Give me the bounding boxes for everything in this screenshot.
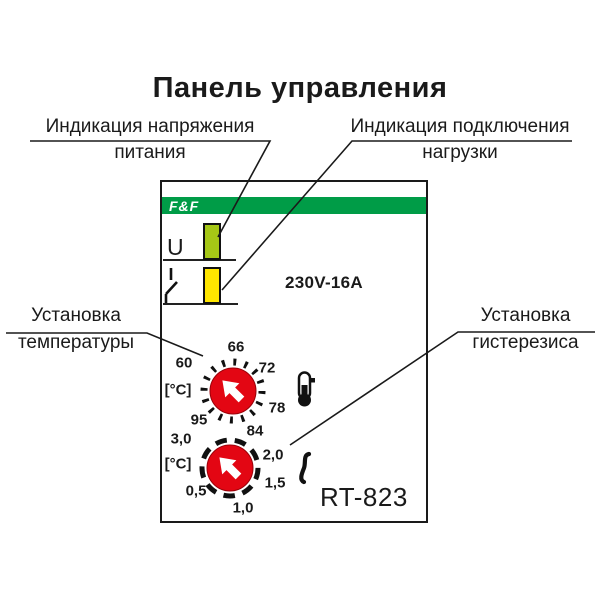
rating-label: 230V-16A — [285, 273, 364, 292]
callout-load-line-1: Индикация подключения — [350, 116, 570, 137]
hyst-scale-2-0: 2,0 — [262, 446, 284, 464]
hysteresis-knob — [199, 437, 261, 499]
callout-load-indication: Индикация подключения нагрузки — [345, 114, 575, 166]
temperature-knob-ticks — [200, 358, 266, 424]
knob-pointer-icon — [219, 457, 242, 480]
temp-scale-78: 78 — [268, 399, 286, 417]
relay-contact-icon — [164, 268, 178, 304]
knob-pointer-icon — [222, 380, 245, 403]
hysteresis-knob-ticks — [199, 437, 261, 499]
callout-hysteresis-setting: Установка гистерезиса — [448, 302, 600, 356]
model-label: RT-823 — [320, 482, 408, 512]
callout-power-indication: Индикация напряжения питания — [18, 114, 282, 166]
callout-temp-line-2: температуры — [17, 332, 135, 353]
callout-temp-line-1: Установка — [31, 305, 121, 326]
load-led — [203, 267, 221, 304]
hyst-scale-0-5: 0,5 — [185, 482, 207, 500]
temp-scale-72: 72 — [258, 359, 276, 377]
brand-logo: F&F — [169, 198, 200, 214]
callout-load-line-2: нагрузки — [422, 142, 498, 163]
hyst-scale-1-5: 1,5 — [264, 474, 286, 492]
callout-power-line-1: Индикация напряжения — [45, 116, 255, 137]
power-led — [203, 223, 221, 260]
temp-unit-label: [°C] — [164, 381, 192, 399]
thermometer-icon — [297, 371, 315, 407]
voltage-symbol-label: U — [167, 234, 184, 260]
callout-temperature-setting: Установка температуры — [0, 302, 152, 356]
separator-line — [163, 303, 238, 305]
callout-hyst-line-1: Установка — [480, 305, 571, 326]
temp-scale-84: 84 — [246, 422, 264, 440]
callout-power-line-2: питания — [114, 142, 186, 163]
separator-line — [163, 259, 236, 261]
page-title: Панель управления — [152, 72, 448, 104]
temp-scale-95: 95 — [190, 411, 208, 429]
brand-stripe: F&F — [162, 197, 426, 214]
temp-scale-66: 66 — [227, 338, 245, 356]
hyst-scale-1-0: 1,0 — [232, 499, 254, 517]
temperature-knob — [200, 358, 266, 424]
hysteresis-curve-icon — [299, 451, 312, 485]
hyst-unit-label: [°C] — [164, 455, 192, 473]
hyst-scale-3-0: 3,0 — [170, 430, 192, 448]
callout-hyst-line-2: гистерезиса — [472, 332, 579, 353]
device-panel: F&F U 230V-16A [°C] 60 66 72 78 84 95 — [160, 180, 428, 523]
temp-scale-60: 60 — [175, 354, 193, 372]
